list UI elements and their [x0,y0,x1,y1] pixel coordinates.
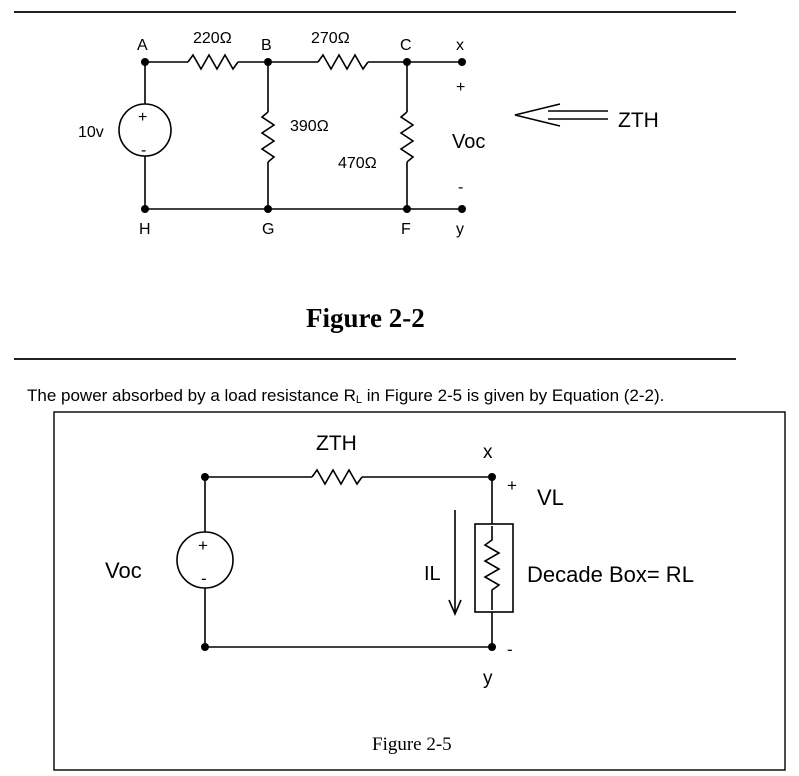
label-voc-2: Voc [105,558,142,583]
label-r-220: 220Ω [193,30,232,47]
node-y [458,205,466,213]
label-node-h: H [139,221,151,238]
label-node-g: G [262,221,274,238]
sentence-sub: L [355,394,362,406]
source-plus: + [138,109,147,126]
figure-2-2-title: Figure 2-2 [306,303,425,333]
label-load-minus: - [507,640,513,659]
resistor-270-zigzag [317,53,369,71]
label-vl: VL [537,485,564,510]
node-c [403,58,411,66]
label-source-10v: 10v [78,124,104,141]
resistor-zth-zigzag [311,468,363,486]
node-f [403,205,411,213]
source-plus-2: + [198,536,208,555]
source-minus-2: - [201,569,207,588]
label-decade-box: Decade Box= RL [527,562,694,587]
node-y-2 [488,643,496,651]
node-h [141,205,149,213]
label-zth: ZTH [618,109,659,132]
label-node-f: F [401,221,411,238]
resistor-390-zigzag [260,111,276,163]
label-node-a: A [137,37,148,54]
figure-2-5-title: Figure 2-5 [372,734,452,755]
resistor-rl-zigzag [483,526,501,610]
node-top-left [201,473,209,481]
node-b [264,58,272,66]
zth-arrow-icon [514,103,608,127]
sentence-after: in Figure 2-5 is given by Equation (2-2)… [361,386,665,405]
bottom-rule [14,358,736,360]
figure-2-5-frame [53,411,786,771]
label-node-x: x [456,37,464,54]
node-x-2 [488,473,496,481]
label-load-plus: + [507,476,517,495]
label-node-b: B [261,37,272,54]
resistor-470-zigzag [399,111,415,163]
resistor-220-zigzag [187,53,239,71]
source-minus: - [141,142,146,159]
label-r-470: 470Ω [338,155,377,172]
caption-sentence: The power absorbed by a load resistance … [27,386,664,406]
label-il: IL [424,563,441,585]
sentence-before: The power absorbed by a load resistance … [27,386,356,405]
figure-2-5-circuit: ZTH x + VL Voc + - IL Decade Box= RL - y… [53,411,786,771]
label-r-270: 270Ω [311,30,350,47]
node-bottom-left [201,643,209,651]
label-node-c: C [400,37,412,54]
voc-minus: - [458,179,463,196]
voc-plus: + [456,79,465,96]
decade-box-rect [474,523,514,613]
node-g [264,205,272,213]
top-rule [14,11,736,13]
label-x-2: x [483,442,493,463]
node-x [458,58,466,66]
label-node-y: y [456,221,464,238]
node-a [141,58,149,66]
current-arrow-icon [448,510,462,617]
label-r-390: 390Ω [290,118,329,135]
label-zth-2: ZTH [316,432,357,455]
label-voc: Voc [452,131,485,153]
label-y-2: y [483,668,493,689]
figure-2-2-circuit: A B C x H G F y 220Ω 270Ω 390Ω 470Ω 10v … [78,30,659,333]
